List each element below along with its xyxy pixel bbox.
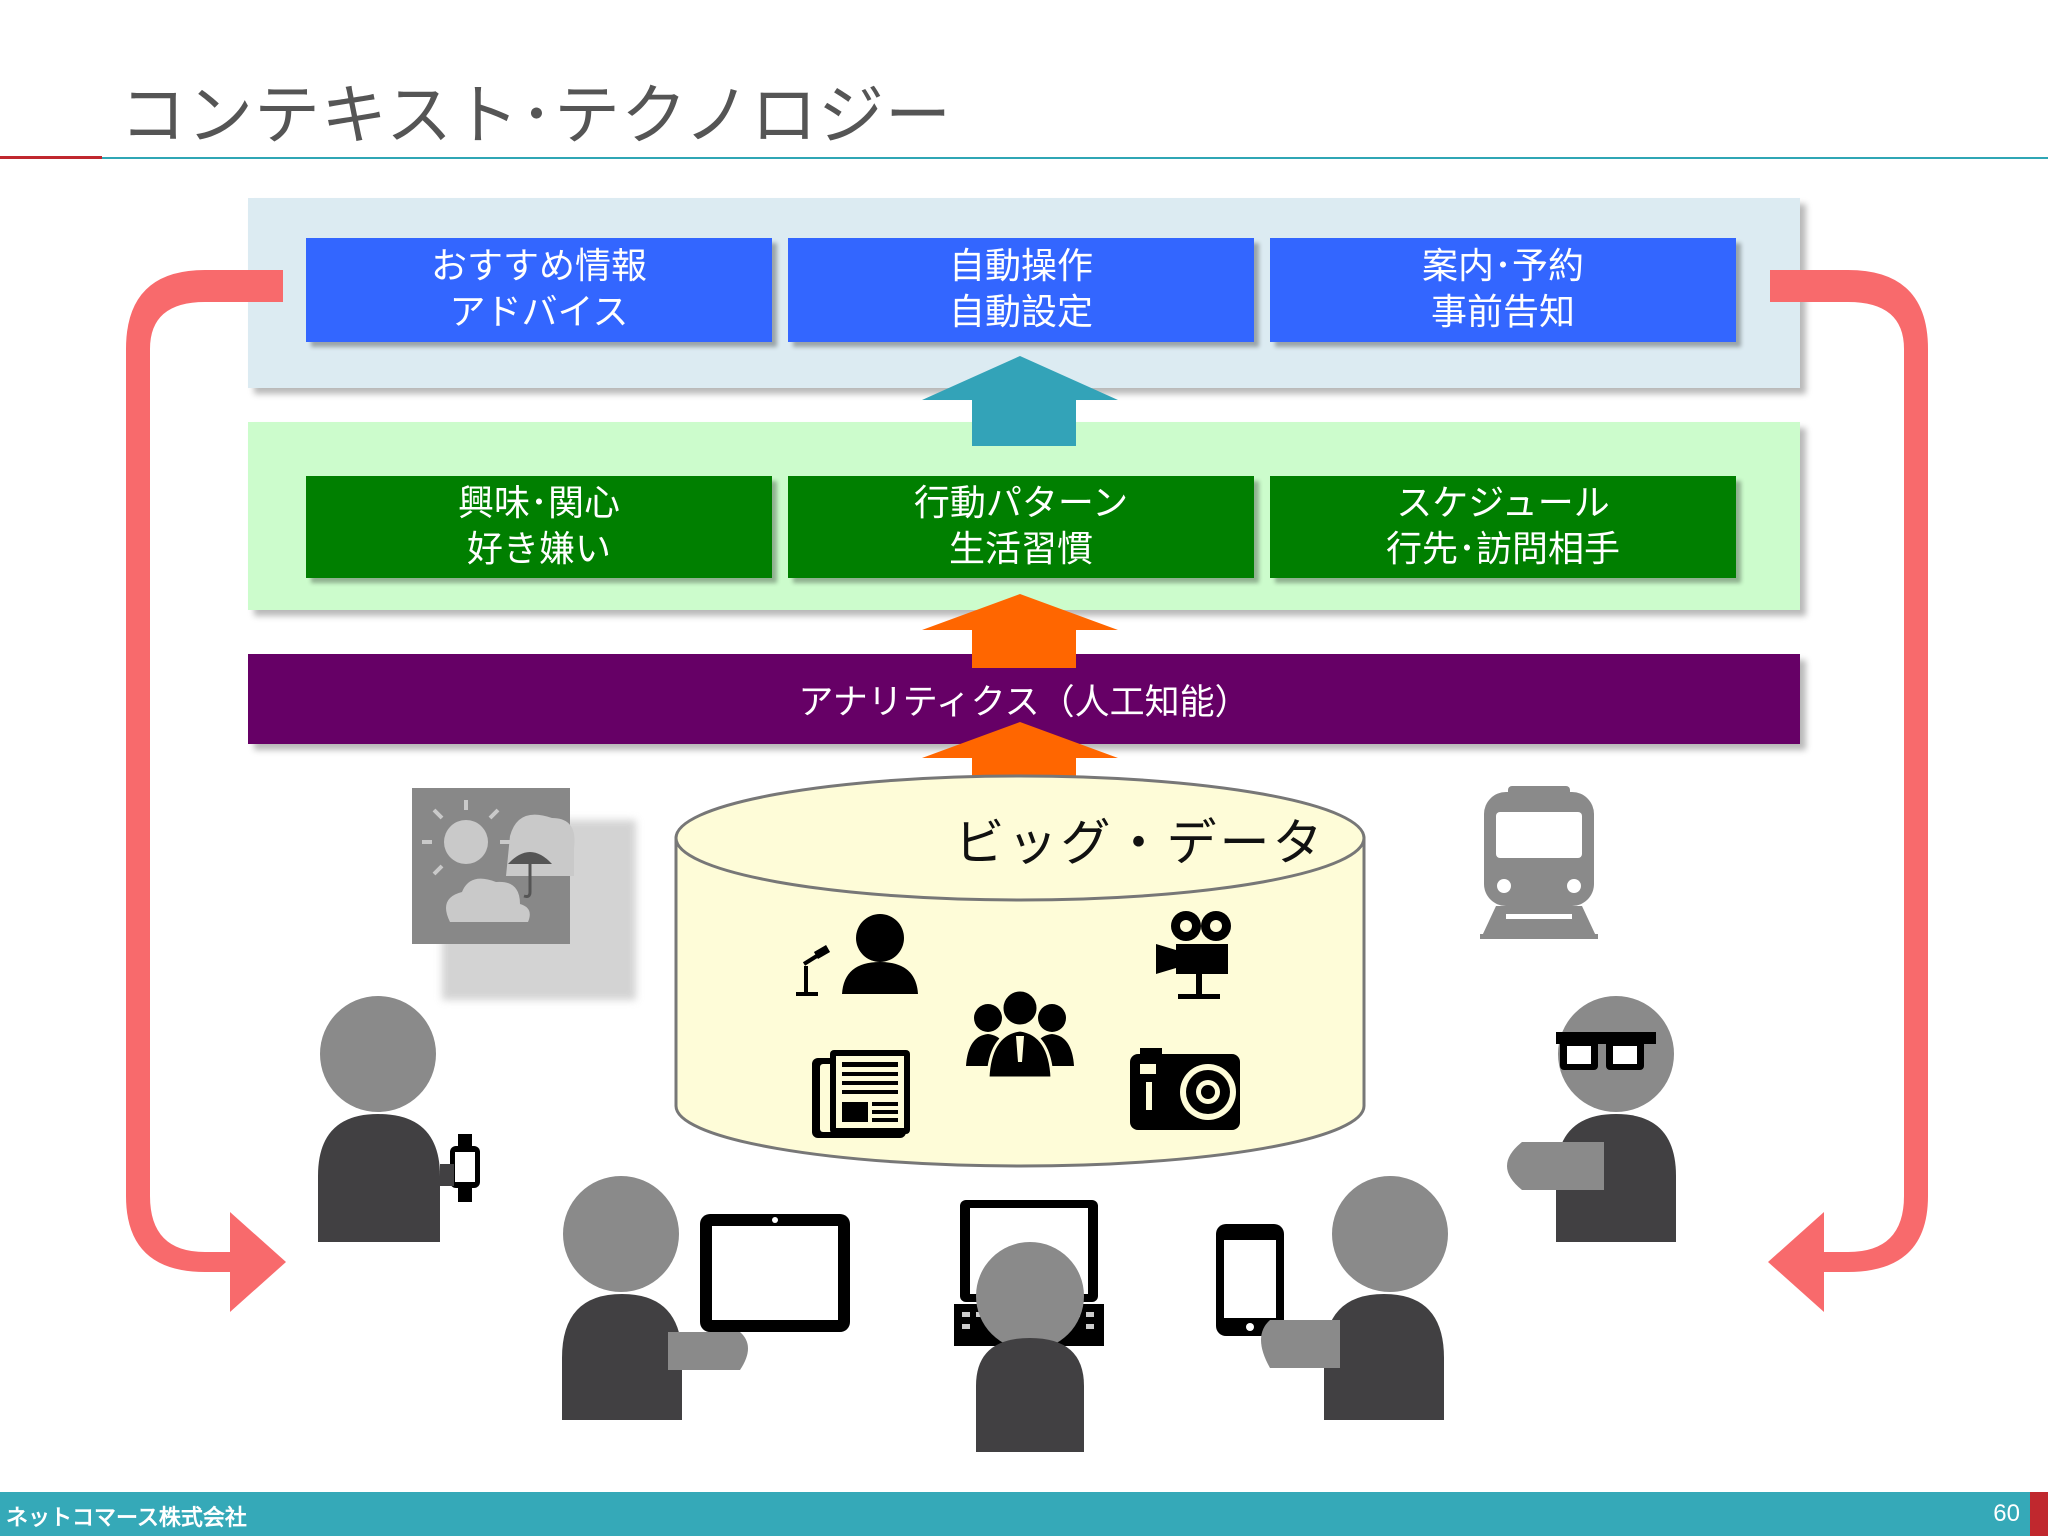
title-rule-accent	[0, 156, 102, 159]
output-box-line2: 自動設定	[948, 292, 1093, 333]
arrow-up-orange-upper	[922, 594, 1118, 668]
output-box-recommendations: おすすめ情報 アドバイス	[306, 238, 772, 342]
context-box-behavior: 行動パターン 生活習慣	[788, 476, 1254, 578]
right-loop-arrow	[1768, 270, 1928, 1312]
reporter-icon	[796, 914, 918, 996]
output-box-guidance: 案内･予約 事前告知	[1270, 238, 1736, 342]
laptop-user-icon	[954, 1200, 1104, 1452]
smartwatch-user-icon	[318, 996, 480, 1242]
title-rule	[102, 157, 2048, 159]
output-box-line2: 事前告知	[1430, 292, 1575, 333]
context-box-line2: 行先･訪問相手	[1385, 529, 1620, 570]
train-icon	[1480, 786, 1598, 939]
footer-accent	[2030, 1492, 2048, 1536]
context-box-line2: 好き嫌い	[466, 529, 611, 570]
analytics-label: アナリティクス（人工知能）	[798, 682, 1250, 723]
group-icon	[966, 988, 1074, 1080]
newspaper-icon	[812, 1050, 910, 1138]
output-box-line1: 自動操作	[948, 246, 1093, 287]
output-box-line1: 案内･予約	[1421, 246, 1584, 287]
smartphone-user-icon	[1216, 1176, 1448, 1420]
output-box-automation: 自動操作 自動設定	[788, 238, 1254, 342]
tablet-user-icon	[562, 1176, 850, 1420]
arrow-up-teal	[922, 356, 1118, 446]
smart-glasses-user-icon	[1507, 996, 1676, 1242]
output-box-line2: アドバイス	[449, 292, 629, 333]
page-number: 60	[1993, 1500, 2020, 1527]
context-box-line1: 行動パターン	[913, 483, 1129, 524]
weather-icon	[412, 788, 636, 1000]
big-data-label: ビッグ・データ	[954, 814, 1326, 872]
footer-company: ネットコマース株式会社	[6, 1506, 247, 1531]
arrow-up-orange-lower	[922, 722, 1118, 790]
output-box-line1: おすすめ情報	[430, 246, 647, 287]
photo-camera-icon	[1130, 1048, 1240, 1130]
footer-bar	[0, 1492, 2048, 1536]
context-box-line2: 生活習慣	[948, 529, 1093, 570]
video-camera-icon	[1156, 911, 1231, 999]
context-box-interests: 興味･関心 好き嫌い	[306, 476, 772, 578]
page-title: コンテキスト･テクノロジー	[120, 77, 953, 154]
context-box-schedule: スケジュール 行先･訪問相手	[1270, 476, 1736, 578]
left-loop-arrow	[126, 270, 286, 1312]
context-box-line1: 興味･関心	[457, 483, 620, 524]
context-box-line1: スケジュール	[1396, 483, 1610, 524]
